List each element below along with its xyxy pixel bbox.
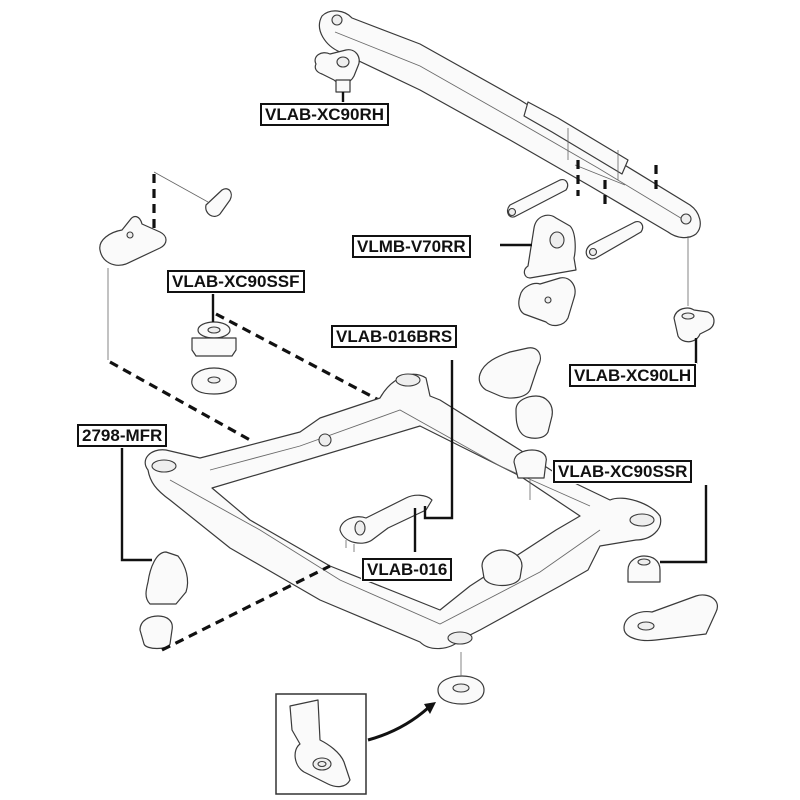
inset-arrow (367, 706, 429, 742)
left-engine-bracket-part (99, 188, 232, 266)
guide-line (153, 171, 209, 203)
mount-v70rr-part (518, 214, 577, 327)
part-label-vlmb-v70rr[interactable]: VLMB-V70RR (352, 235, 471, 258)
dashed-guide (109, 360, 251, 442)
bushing-xc90ssf-part (191, 321, 237, 395)
leader-016brs (423, 360, 454, 520)
dashed-guide (215, 312, 391, 408)
dashed-guide (161, 564, 331, 652)
part-label-vlab-016brs[interactable]: VLAB-016BRS (331, 325, 458, 348)
inset-detail-bracket (275, 693, 367, 795)
part-label-vlab-xc90ssf[interactable]: VLAB-XC90SSF (167, 270, 305, 293)
mount-xc90lh-area-parts (478, 347, 553, 479)
part-label-2798-mfr[interactable]: 2798-MFR (77, 424, 168, 447)
arrow-head-icon (424, 702, 436, 714)
bottom-bushing-part (437, 675, 485, 705)
mount-xc90rh-part (314, 49, 360, 93)
part-label-vlab-xc90lh[interactable]: VLAB-XC90LH (569, 364, 697, 387)
leader-2798mfr (120, 442, 152, 562)
bushing-xc90ssr-part (623, 555, 718, 642)
mount-xc90lh-part (673, 307, 715, 343)
rubber-pad-part (481, 549, 523, 587)
mount-2798mfr-part (139, 551, 189, 650)
part-label-vlab-xc90ssr[interactable]: VLAB-XC90SSR (553, 460, 693, 483)
leader-xc90ssr (660, 485, 708, 564)
part-label-vlab-016[interactable]: VLAB-016 (362, 558, 453, 581)
link-rod-016-part (339, 494, 433, 552)
mount-bracket-plates (506, 179, 644, 260)
part-label-vlab-xc90rh[interactable]: VLAB-XC90RH (260, 103, 390, 126)
